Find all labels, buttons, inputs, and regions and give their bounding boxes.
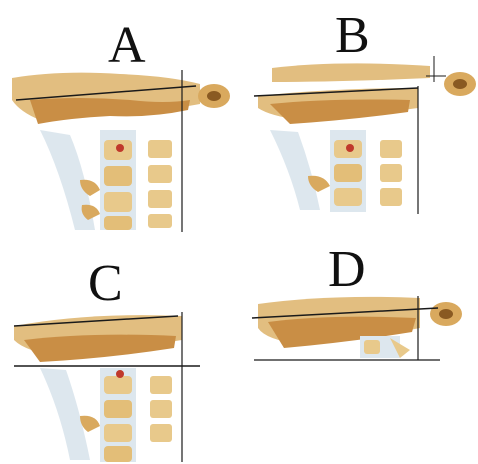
panel-c-illustration [0, 240, 240, 464]
panel-d-illustration [240, 240, 478, 464]
panel-a-illustration [0, 0, 240, 240]
panel-c: C [0, 240, 240, 464]
panel-b: B [240, 0, 478, 240]
panel-d: D [240, 240, 478, 464]
panel-a: A [0, 0, 240, 240]
panel-b-illustration [240, 0, 478, 240]
